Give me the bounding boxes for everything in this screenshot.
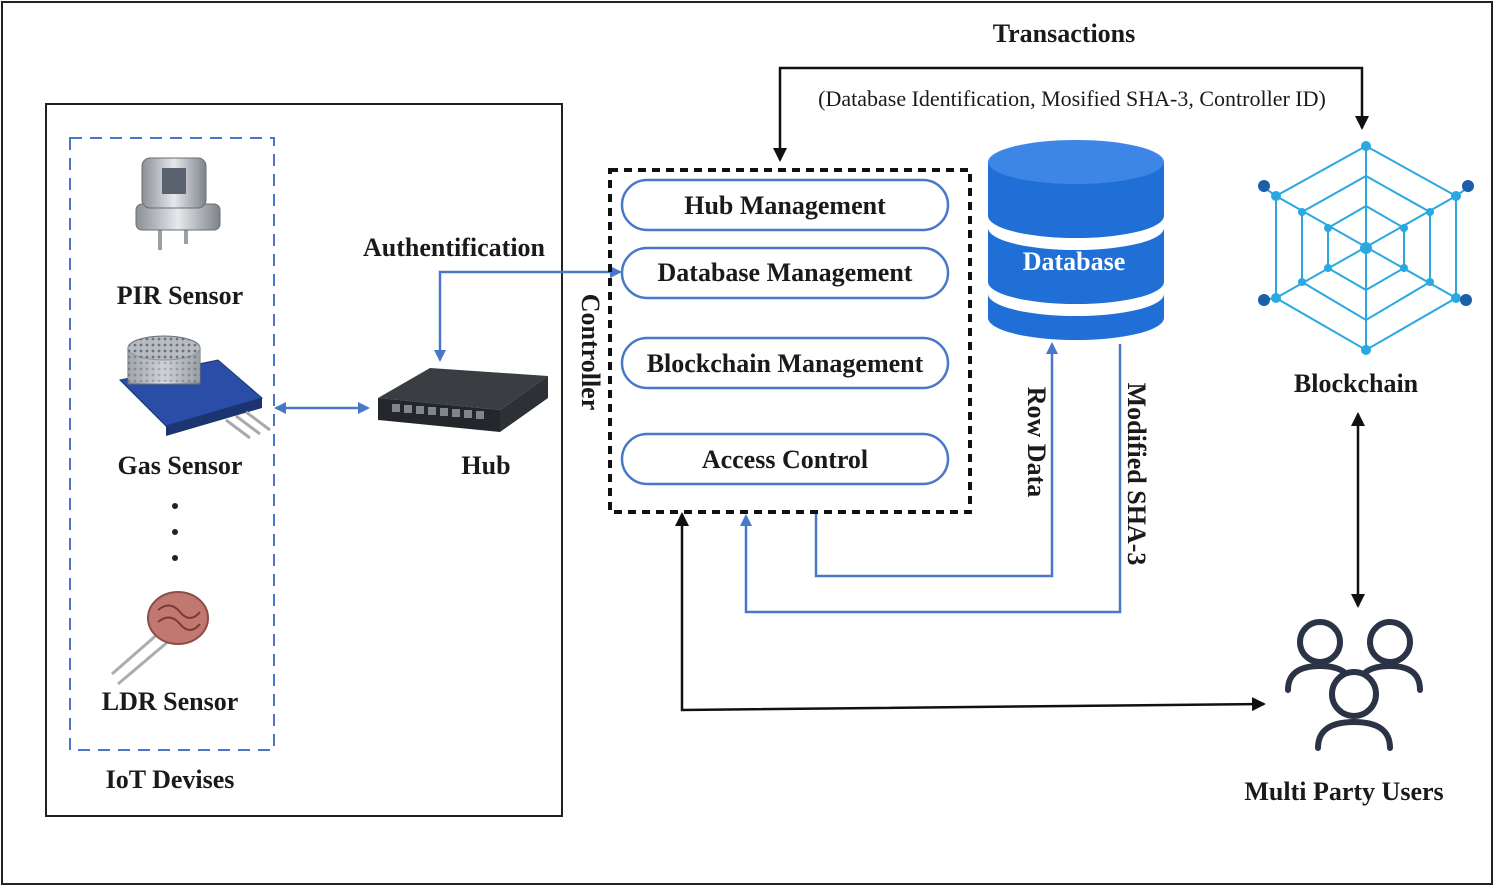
iot-group-label: IoT Devises (106, 765, 235, 794)
blockchain-label: Blockchain (1294, 369, 1419, 398)
controller-label: Controller (576, 294, 605, 411)
hub-management-label: Hub Management (684, 191, 886, 220)
controller-users-link (675, 512, 1266, 712)
modified-sha3-label: Modified SHA-3 (1122, 383, 1151, 566)
pir-sensor-label: PIR Sensor (117, 281, 243, 310)
authentication-label: Authentification (363, 233, 546, 262)
raw-data-label: Row Data (1022, 387, 1051, 498)
blockchain-management-module: Blockchain Management (620, 336, 950, 390)
users-group-icon (1285, 619, 1423, 751)
database-icon (988, 140, 1164, 340)
more-devices-ellipsis (172, 503, 178, 561)
transactions-detail: (Database Identification, Mosified SHA-3… (818, 86, 1326, 111)
hub-management-module: Hub Management (620, 178, 950, 232)
hub-switch-icon (378, 368, 548, 432)
iot-outer-box (45, 103, 563, 817)
hub-label: Hub (461, 451, 510, 480)
ldr-sensor-label: LDR Sensor (102, 687, 239, 716)
gas-sensor-icon (118, 335, 271, 440)
transactions-link (773, 66, 1369, 162)
pir-sensor-icon (135, 157, 221, 250)
users-label: Multi Party Users (1244, 777, 1443, 806)
database-management-module: Database Management (620, 246, 950, 300)
access-control-module: Access Control (620, 432, 950, 486)
access-control-label: Access Control (702, 445, 868, 474)
gas-sensor-label: Gas Sensor (118, 451, 243, 480)
database-management-label: Database Management (658, 258, 913, 287)
database-label: Database (1023, 247, 1126, 276)
hub-controller-auth-link (434, 266, 622, 362)
transactions-label: Transactions (993, 19, 1136, 48)
blockchain-icon (1258, 141, 1474, 355)
ldr-sensor-icon (111, 591, 209, 686)
iot-devices-group (69, 137, 275, 751)
blockchain-management-label: Blockchain Management (647, 349, 924, 378)
